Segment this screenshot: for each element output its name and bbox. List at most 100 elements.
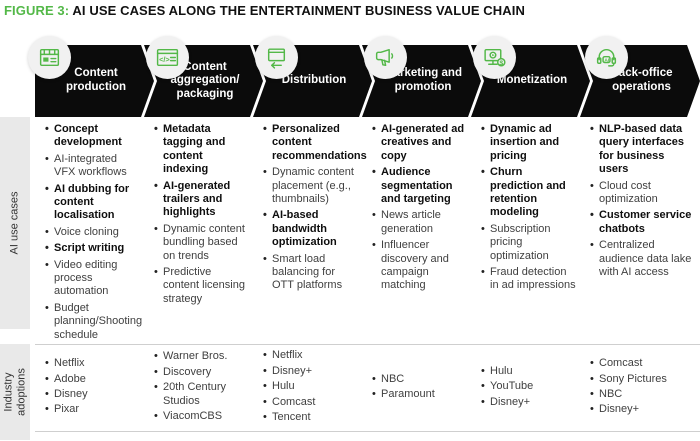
adoption-item: Hulu xyxy=(481,365,533,379)
use-cases-sidebar: AI use cases xyxy=(0,117,35,345)
use-case-item: Audience segmentation and targeting xyxy=(372,166,467,206)
adoption-item: Tencent xyxy=(263,411,315,425)
use-case-item: Personalized content recommendations xyxy=(263,123,367,163)
figure-title: FIGURE 3: AI USE CASES ALONG THE ENTERTA… xyxy=(0,0,700,18)
stage-label: Distribution xyxy=(281,74,347,87)
use-case-item: Voice cloning xyxy=(45,226,140,240)
use-case-item: AI-generated ad creatives and copy xyxy=(372,123,467,163)
adoptions-sidebar-block: Industry adoptions xyxy=(0,344,30,440)
use-case-list-back-office: NLP-based data query interfaces for busi… xyxy=(580,117,700,345)
svg-text:AI: AI xyxy=(604,57,609,63)
use-case-item: AI dubbing for content localisation xyxy=(45,183,140,223)
use-case-list-content-production: Concept developmentAI-integrated VFX wor… xyxy=(35,117,144,345)
adoptions-cell-back-office: ComcastSony PicturesNBCDisney+ xyxy=(580,344,700,432)
use-case-item: Predictive content licensing strategy xyxy=(154,266,249,306)
stage-label: Content aggregation/ packaging xyxy=(170,60,240,100)
adoption-item: Pixar xyxy=(45,403,88,417)
icon-badge xyxy=(364,36,407,79)
use-case-item: Smart load balancing for OTT platforms xyxy=(263,253,358,293)
use-case-item: AI-based bandwidth optimization xyxy=(263,209,358,249)
storyboard-icon xyxy=(39,48,60,67)
use-case-item: Customer service chatbots xyxy=(590,209,696,236)
adoption-list: NetflixDisney+HuluComcastTencent xyxy=(253,349,319,426)
adoption-item: Adobe xyxy=(45,373,88,387)
svg-text:</>: </> xyxy=(159,55,170,64)
adoption-item: Disney+ xyxy=(263,365,315,379)
use-case-list-monetization: Dynamic ad insertion and pricingChurn pr… xyxy=(471,117,580,345)
use-case-item: Script writing xyxy=(45,242,140,256)
adoption-item: Disney+ xyxy=(590,403,667,417)
adoption-item: Disney+ xyxy=(481,396,533,410)
use-case-item: Churn prediction and retention modeling xyxy=(481,166,576,220)
adoption-list: NetflixAdobeDisneyPixar xyxy=(35,357,92,419)
industry-adoptions-section: Industry adoptions NetflixAdobeDisneyPix… xyxy=(0,344,700,440)
adoption-item: Netflix xyxy=(45,357,88,371)
use-case-item: Dynamic content placement (e.g., thumbna… xyxy=(263,166,358,206)
stage-label: Back-office operations xyxy=(610,67,673,93)
use-case-item: Video editing process automation xyxy=(45,259,140,299)
adoption-item: ViacomCBS xyxy=(154,410,249,424)
figure-label: FIGURE 3: xyxy=(4,3,70,18)
icon-badge xyxy=(28,36,71,79)
use-case-item: Subscription pricing optimization xyxy=(481,223,576,263)
adoption-item: Hulu xyxy=(263,380,315,394)
monitor-play-dollar-icon: $ xyxy=(484,48,506,67)
adoption-item: Sony Pictures xyxy=(590,373,667,387)
figure-title-text: AI USE CASES ALONG THE ENTERTAINMENT BUS… xyxy=(72,3,525,18)
adoption-item: Discovery xyxy=(154,366,249,380)
use-case-item: Dynamic content bundling based on trends xyxy=(154,223,249,263)
adoption-item: Comcast xyxy=(590,357,667,371)
svg-text:$: $ xyxy=(500,60,504,67)
stage-label: Content production xyxy=(65,67,127,93)
use-case-item: Concept development xyxy=(45,123,140,150)
use-cases-row-label: AI use cases xyxy=(8,191,21,255)
icon-badge xyxy=(255,36,298,79)
value-chain: Content production Content aggregation/ … xyxy=(0,36,700,117)
adoption-item: YouTube xyxy=(481,380,533,394)
stage-marketing: Marketing and promotion xyxy=(362,45,481,117)
adoptions-cell-content-production: NetflixAdobeDisneyPixar xyxy=(35,344,144,432)
adoptions-cell-marketing: NBCParamount xyxy=(362,344,471,432)
use-case-item: Metadata tagging and content indexing xyxy=(154,123,249,177)
use-case-item: Centralized audience data lake with AI a… xyxy=(590,239,696,279)
adoptions-cell-content-aggregation: Warner Bros. Discovery20th Century Studio… xyxy=(144,344,253,432)
use-case-item: Fraud detection in ad impressions xyxy=(481,266,576,293)
adoption-item: 20th Century Studios xyxy=(154,381,249,408)
use-case-list-distribution: Personalized content recommendationsDyna… xyxy=(253,117,367,345)
adoptions-cell-distribution: NetflixDisney+HuluComcastTencent xyxy=(253,344,362,432)
use-case-item: AI-generated trailers and highlights xyxy=(154,180,249,220)
ai-use-cases-section: AI use cases Concept developmentAI-integ… xyxy=(0,117,700,341)
use-case-item: Budget planning/Shooting schedule xyxy=(45,302,142,342)
megaphone-icon xyxy=(375,48,394,67)
adoption-item: Comcast xyxy=(263,396,315,410)
adoption-item: Disney xyxy=(45,388,88,402)
use-case-item: NLP-based data query interfaces for busi… xyxy=(590,123,696,177)
use-case-list-content-aggregation: Metadata tagging and content indexingAI-… xyxy=(144,117,253,345)
icon-badge: </> xyxy=(146,36,189,79)
code-window-icon: </> xyxy=(156,48,179,67)
screen-transfer-icon xyxy=(267,48,286,69)
adoption-item: NBC xyxy=(590,388,667,402)
adoptions-row-label: Industry adoptions xyxy=(2,368,27,416)
adoption-list: Warner Bros. Discovery20th Century Studio… xyxy=(144,350,253,425)
headset-ai-icon: AI xyxy=(596,49,617,67)
use-case-item: Dynamic ad insertion and pricing xyxy=(481,123,576,163)
use-case-list-marketing: AI-generated ad creatives and copyAudien… xyxy=(362,117,471,345)
adoption-list: ComcastSony PicturesNBCDisney+ xyxy=(580,357,671,419)
adoption-list: HuluYouTubeDisney+ xyxy=(471,365,537,411)
use-cases-sidebar-block: AI use cases xyxy=(0,117,30,329)
use-case-item: Influencer discovery and campaign matchi… xyxy=(372,239,467,293)
adoption-item: Warner Bros. xyxy=(154,350,249,364)
adoption-list: NBCParamount xyxy=(362,373,439,404)
icon-badge: $ xyxy=(473,36,516,79)
use-case-item: AI-integrated VFX workflows xyxy=(45,153,140,180)
stage-label: Monetization xyxy=(496,74,568,87)
icon-badge: AI xyxy=(585,36,628,79)
use-case-item: News article generation xyxy=(372,209,467,236)
adoption-item: NBC xyxy=(372,373,435,387)
adoption-item: Netflix xyxy=(263,349,315,363)
use-case-item: Cloud cost optimization xyxy=(590,180,696,207)
adoptions-sidebar: Industry adoptions xyxy=(0,344,35,440)
stage-label: Marketing and promotion xyxy=(384,67,462,93)
